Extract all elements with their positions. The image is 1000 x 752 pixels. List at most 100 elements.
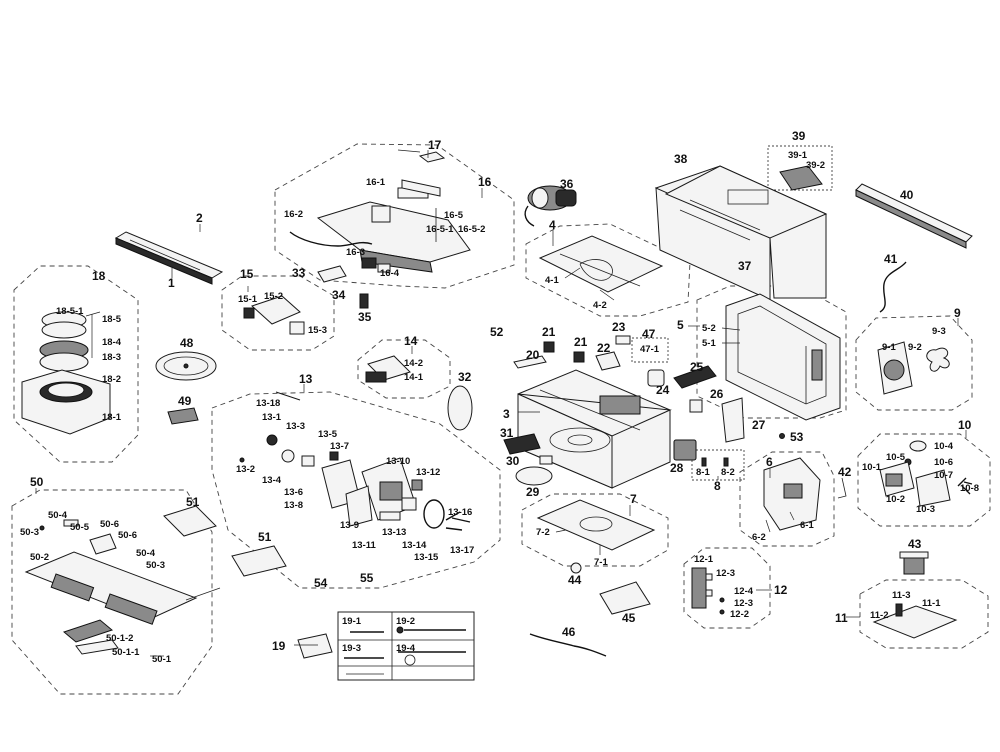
part-49 <box>167 407 199 425</box>
fan-motor-36 <box>524 185 577 227</box>
label-19-3: 19-3 <box>342 643 361 654</box>
label-13-11: 13-11 <box>352 540 376 551</box>
label-13-1: 13-1 <box>262 412 282 423</box>
label-16-4: 16-4 <box>380 268 400 279</box>
label-13-16: 13-16 <box>448 507 472 518</box>
label-18-5-1: 18-5-1 <box>56 306 84 317</box>
part-30 <box>539 455 553 465</box>
label-13-15: 13-15 <box>414 552 439 563</box>
part-21a <box>543 341 555 353</box>
label-51a: 51 <box>186 495 200 509</box>
bracket-part-15 <box>243 295 305 335</box>
part-26 <box>689 399 703 413</box>
label-28: 28 <box>670 461 684 475</box>
label-14-1: 14-1 <box>404 372 424 383</box>
part-22 <box>595 351 621 371</box>
group-outlines <box>11 143 991 695</box>
label-5-2: 5-2 <box>702 323 716 334</box>
label-47: 47 <box>642 327 656 341</box>
filter-51a <box>163 505 217 537</box>
label-13-4: 13-4 <box>262 475 282 486</box>
label-14: 14 <box>404 334 418 348</box>
label-11-2: 11-2 <box>870 610 889 621</box>
label-50-4a: 50-4 <box>48 510 68 521</box>
group-outline-10 <box>857 433 991 527</box>
part-25 <box>673 365 717 389</box>
label-10-4: 10-4 <box>934 441 954 452</box>
label-6-2: 6-2 <box>752 532 766 543</box>
gasket-32 <box>447 385 473 431</box>
label-16-1: 16-1 <box>366 177 386 188</box>
label-13-8: 13-8 <box>284 500 303 511</box>
label-51b: 51 <box>258 530 272 544</box>
packet-19 <box>297 633 333 659</box>
leader-lines <box>35 149 967 657</box>
label-13-12: 13-12 <box>416 467 440 478</box>
label-11: 11 <box>835 611 848 625</box>
label-16-2: 16-2 <box>284 209 303 220</box>
label-9-3: 9-3 <box>932 326 946 337</box>
label-18-4: 18-4 <box>102 337 122 348</box>
label-10: 10 <box>958 418 972 432</box>
label-4-2: 4-2 <box>593 300 607 311</box>
label-46: 46 <box>562 625 576 639</box>
label-8: 8 <box>714 479 721 493</box>
part-33 <box>317 265 347 283</box>
rail-part-40 <box>855 183 973 249</box>
label-54: 54 <box>314 576 328 590</box>
part-23 <box>615 335 631 345</box>
label-7-2: 7-2 <box>536 527 550 538</box>
label-10-2: 10-2 <box>886 494 905 505</box>
label-13-10: 13-10 <box>386 456 410 467</box>
label-33: 33 <box>292 266 306 280</box>
label-12: 12 <box>774 583 788 597</box>
label-21b: 21 <box>574 335 588 349</box>
label-10-8: 10-8 <box>960 483 979 494</box>
label-18-3: 18-3 <box>102 352 121 363</box>
group-outline-4 <box>525 223 691 317</box>
cavity-part-3 <box>517 369 672 489</box>
wire-harness-46 <box>529 633 607 657</box>
glass-tray-29 <box>515 466 553 486</box>
label-16-3: 16-3 <box>346 247 365 258</box>
part-31 <box>503 433 541 455</box>
label-45: 45 <box>622 611 636 625</box>
label-16-5: 16-5 <box>444 210 464 221</box>
part-10-assembly <box>879 440 973 507</box>
part-24 <box>647 369 665 387</box>
part-28 <box>673 439 697 461</box>
label-50-4b: 50-4 <box>136 548 156 559</box>
label-13-6: 13-6 <box>284 487 303 498</box>
label-13-18: 13-18 <box>256 398 280 409</box>
label-10-7: 10-7 <box>934 470 953 481</box>
door-assembly-13 <box>239 391 471 531</box>
label-39-2: 39-2 <box>806 160 825 171</box>
spring-coil-icon <box>423 499 445 529</box>
label-13-3: 13-3 <box>286 421 305 432</box>
group-outline-12 <box>683 547 771 629</box>
label-6: 6 <box>766 455 773 469</box>
label-50-6a: 50-6 <box>100 519 119 530</box>
group-outline-47 <box>631 337 669 363</box>
label-50-5: 50-5 <box>70 522 90 533</box>
label-13-5: 13-5 <box>318 429 338 440</box>
label-53: 53 <box>790 430 804 444</box>
transformer-43 <box>899 551 929 575</box>
label-27: 27 <box>752 418 766 432</box>
part-12-assembly <box>691 567 725 615</box>
label-16-5-1: 16-5-1 <box>426 224 454 235</box>
label-24: 24 <box>656 383 670 397</box>
label-13-17: 13-17 <box>450 545 474 556</box>
part-8-2 <box>723 457 729 467</box>
group-outline-13 <box>211 391 501 589</box>
label-55: 55 <box>360 571 374 585</box>
bracket-part-1 <box>114 231 224 285</box>
group-outline-16 <box>274 143 515 289</box>
label-32: 32 <box>458 370 472 384</box>
label-10-5: 10-5 <box>886 452 906 463</box>
label-4: 4 <box>549 218 556 232</box>
label-18-1: 18-1 <box>102 412 122 423</box>
label-40: 40 <box>900 188 914 202</box>
label-8-2: 8-2 <box>721 467 735 478</box>
